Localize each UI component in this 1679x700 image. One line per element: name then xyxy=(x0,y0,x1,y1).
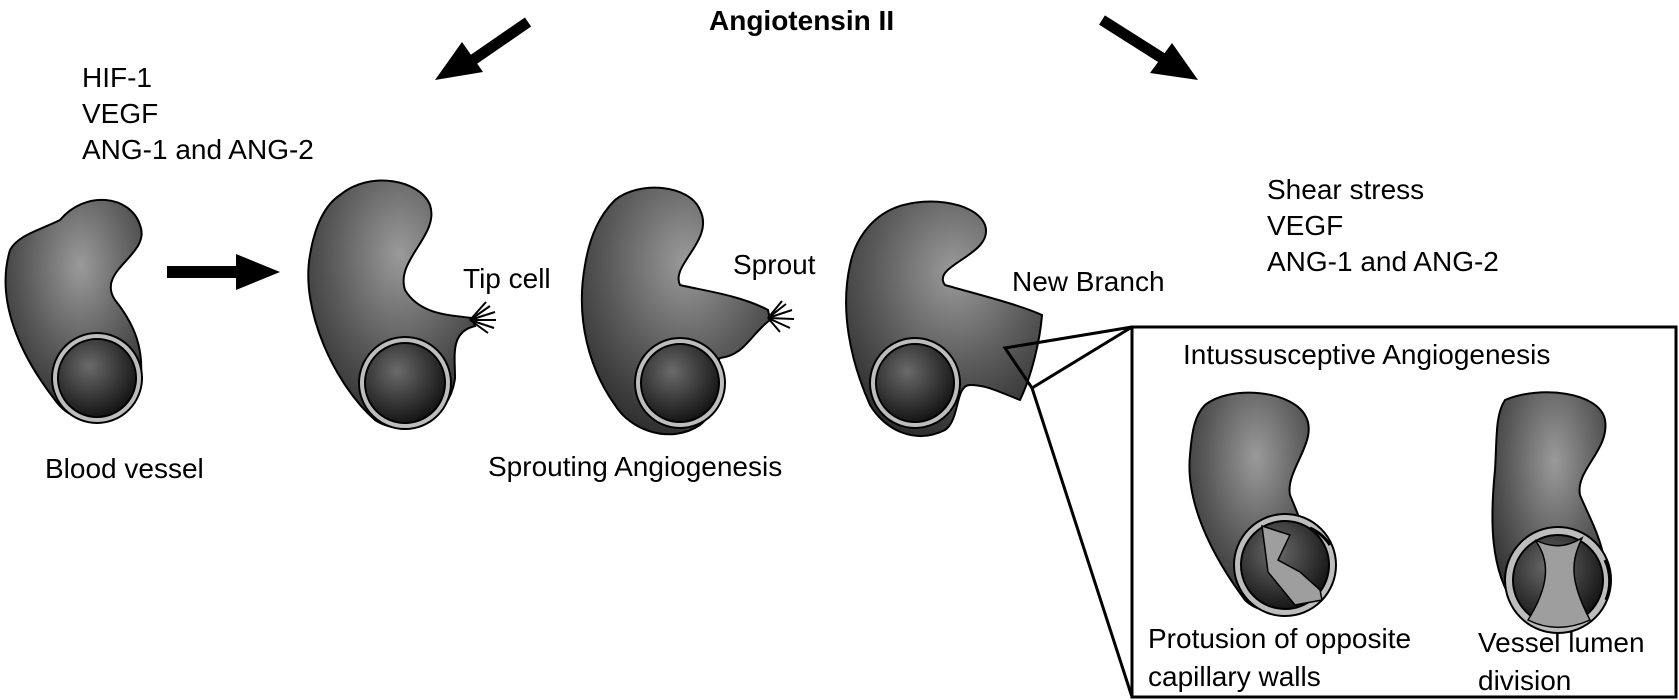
new-branch-label: New Branch xyxy=(1012,266,1165,297)
inset-right-caption: Vessel lumen division xyxy=(1478,624,1645,700)
sprouting-angiogenesis-label: Sprouting Angiogenesis xyxy=(488,451,783,482)
inset-title: Intussusceptive Angiogenesis xyxy=(1183,339,1551,370)
right-factor-shear-stress: Shear stress xyxy=(1267,174,1425,205)
inset-left-caption: Protusion of opposite capillary walls xyxy=(1148,620,1411,696)
left-factor-vegf: VEGF xyxy=(82,98,159,129)
right-factor-ang: ANG-1 and ANG-2 xyxy=(1267,246,1499,277)
right-factor-vegf: VEGF xyxy=(1267,210,1344,241)
new-branch-vessel-shape xyxy=(845,200,1044,437)
inset-vessel-protrusion-shape xyxy=(1188,391,1337,617)
left-factor-ang: ANG-1 and ANG-2 xyxy=(82,134,314,165)
sprout-vessel-shape xyxy=(580,186,795,436)
sprout-label: Sprout xyxy=(733,249,816,280)
tip-cell-label: Tip cell xyxy=(463,263,551,294)
tip-cell-vessel-shape xyxy=(307,179,496,430)
right-factor-list: Shear stress VEGF ANG-1 and ANG-2 xyxy=(1267,172,1499,280)
inset-left-caption-line-2: capillary walls xyxy=(1148,661,1321,692)
blood-vessel-shape xyxy=(4,198,143,424)
inset-right-caption-line-2: division xyxy=(1478,665,1572,696)
inset-left-caption-line-1: Protusion of opposite xyxy=(1148,623,1412,654)
inset-right-caption-line-1: Vessel lumen xyxy=(1478,627,1645,658)
diagram-title: Angiotensin II xyxy=(709,5,895,36)
zoom-lines xyxy=(1002,325,1134,698)
left-factor-list: HIF-1 VEGF ANG-1 and ANG-2 xyxy=(82,60,314,168)
blood-vessel-label: Blood vessel xyxy=(45,453,204,484)
arrow-right xyxy=(167,254,280,290)
arrow-right-down xyxy=(1099,15,1198,80)
arrow-left-down xyxy=(435,17,532,80)
left-factor-hif1: HIF-1 xyxy=(82,62,152,93)
inset-vessel-division-shape xyxy=(1491,391,1612,634)
inset-frame xyxy=(1130,325,1678,699)
